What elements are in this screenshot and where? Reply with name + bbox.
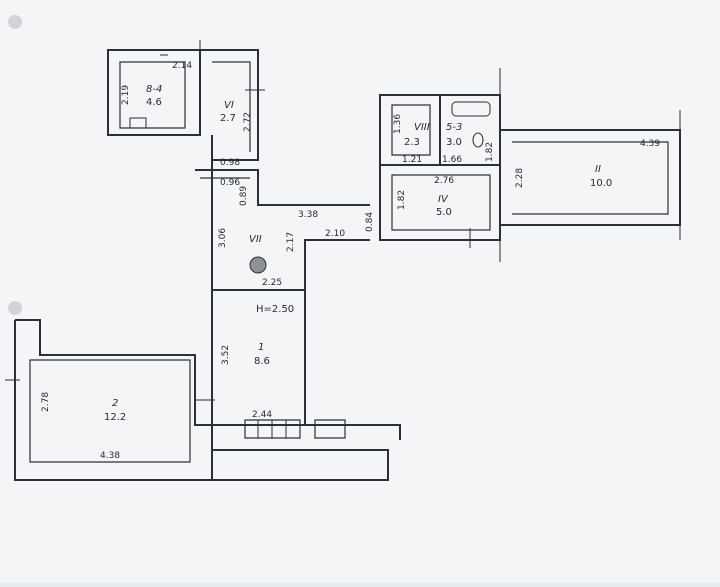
room-ii-area: 10.0 xyxy=(590,178,612,189)
room-2-area: 12.2 xyxy=(104,412,126,423)
bathtub-icon xyxy=(451,101,491,117)
room-viii-dim-v: 1.36 xyxy=(393,114,403,134)
room-viii-number: VIII xyxy=(414,122,430,133)
room-5-3-dim-h: 1.66 xyxy=(442,155,462,165)
room-2-dim-h: 4.38 xyxy=(100,451,120,461)
room-8-4-number: 8-4 xyxy=(146,84,162,95)
room-ii-number: II xyxy=(595,164,601,175)
room-5-3-area: 3.0 xyxy=(446,137,462,148)
toilet-icon xyxy=(472,132,484,148)
room-vi-dim-h: 0.98 xyxy=(220,158,240,168)
room-vii-number: VII xyxy=(249,234,262,245)
binder-hole-bottom xyxy=(8,301,22,315)
room-vi-number: VI xyxy=(224,100,234,111)
room-1-dim-h: 2.44 xyxy=(252,410,272,420)
room-1-number: 1 xyxy=(258,342,264,353)
room-viii-area: 2.3 xyxy=(404,137,420,148)
room-vii-dim-v2: 2.17 xyxy=(286,232,296,252)
room-iv-number: IV xyxy=(438,194,449,205)
stove-icon xyxy=(249,256,267,274)
room-vi-area: 2.7 xyxy=(220,113,236,124)
corridor-dim-d: 0.89 xyxy=(239,186,249,206)
room-2 xyxy=(5,319,389,481)
room-ii-dim-v: 2.28 xyxy=(515,168,525,188)
room-vii-dim-v: 3.06 xyxy=(218,228,228,248)
room-vi-dim-v: 2.72 xyxy=(243,112,253,132)
room-iv-dim-h: 2.76 xyxy=(434,176,454,186)
room-1-dim-v: 3.52 xyxy=(221,345,231,365)
binder-hole-top xyxy=(8,15,22,29)
room-ii-dim-h: 4.39 xyxy=(640,139,660,149)
room-2-dim-v: 2.78 xyxy=(41,392,51,412)
room-vii-dim-h: 2.25 xyxy=(262,278,282,288)
room-5-3-dim-v: 1.82 xyxy=(485,142,495,162)
corridor-dim-a: 3.38 xyxy=(298,210,318,220)
room-1-area: 8.6 xyxy=(254,356,270,367)
room-iv-dim-v: 1.82 xyxy=(397,190,407,210)
corridor-dim-b: 2.10 xyxy=(325,229,345,239)
room-5-3-number: 5-3 xyxy=(446,122,462,133)
room-ii xyxy=(499,68,681,262)
room-8-4-area: 4.6 xyxy=(146,97,162,108)
room-vi xyxy=(200,49,265,161)
room-8-4-dim-h: 2.14 xyxy=(172,61,192,71)
room-viii-dim-h: 1.21 xyxy=(402,155,422,165)
corridor-dim-c: 0.96 xyxy=(220,178,240,188)
entry-steps xyxy=(212,419,401,440)
ceiling-height: H=2.50 xyxy=(256,304,294,315)
corridor-dim-e: 0.84 xyxy=(365,212,375,232)
room-iv-area: 5.0 xyxy=(436,207,452,218)
room-2-number: 2 xyxy=(112,398,118,409)
room-8-4 xyxy=(107,40,201,136)
room-8-4-dim-v: 2.19 xyxy=(121,85,131,105)
